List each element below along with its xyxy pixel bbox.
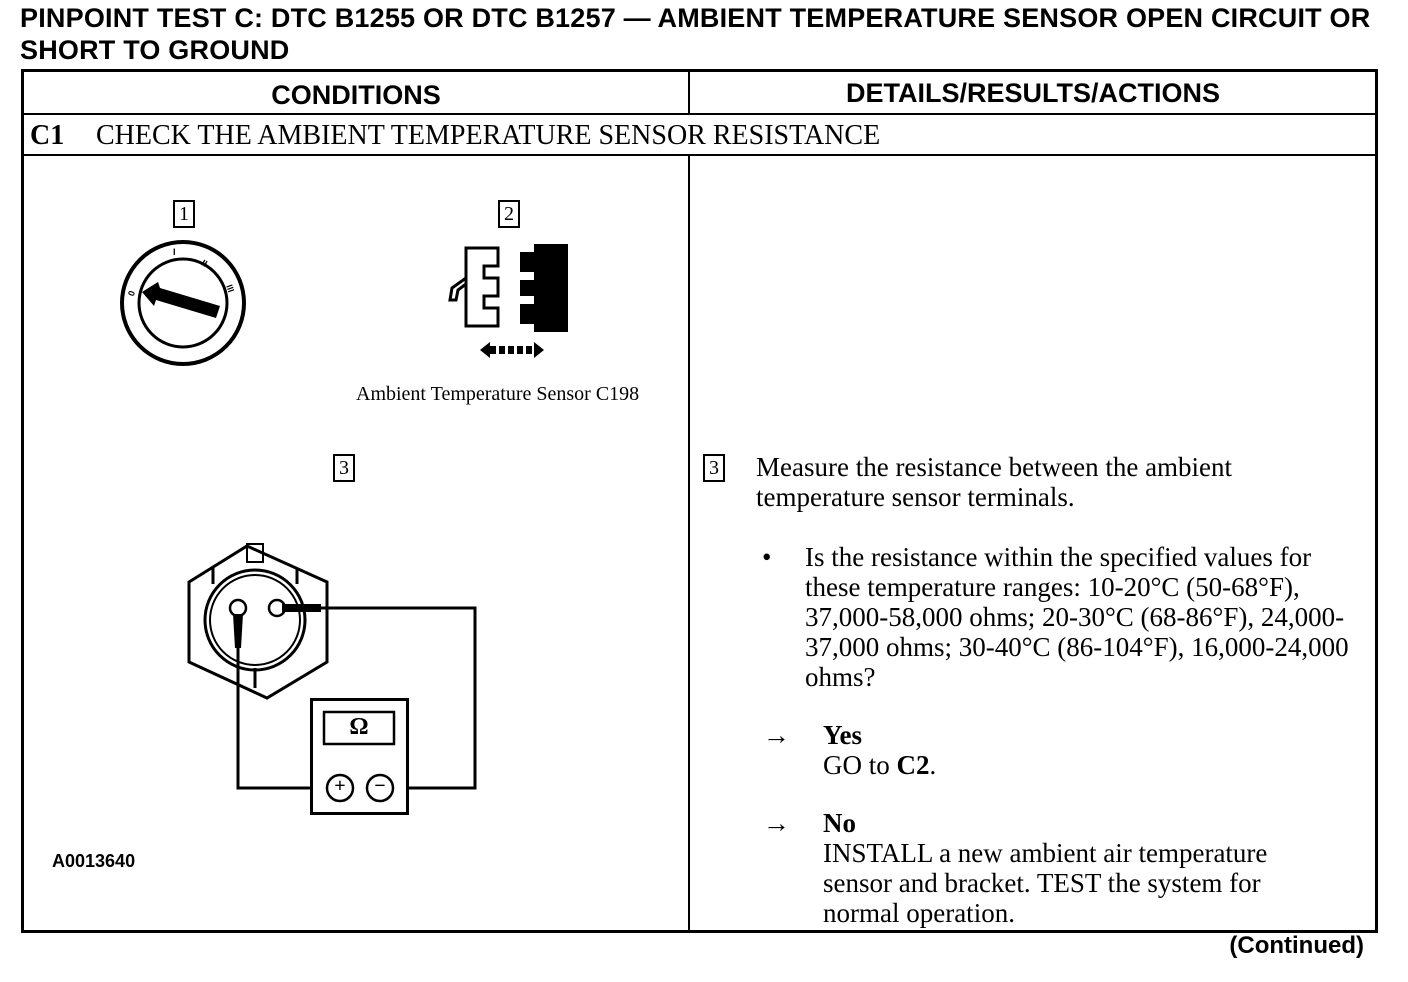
minus-terminal: − bbox=[374, 775, 386, 797]
yes-action-ref[interactable]: C2 bbox=[896, 750, 930, 780]
no-arrow: → bbox=[763, 808, 790, 838]
step-id: C1 bbox=[30, 120, 65, 151]
ohmmeter-icon bbox=[310, 698, 409, 815]
plus-terminal: + bbox=[334, 775, 346, 797]
bullet: • bbox=[762, 542, 772, 572]
meter-symbol: Ω bbox=[349, 714, 369, 740]
sensor-icon bbox=[187, 543, 477, 790]
figure-id: A0013640 bbox=[52, 851, 136, 871]
figure-label-3: 3 bbox=[333, 454, 355, 482]
step-divider bbox=[21, 154, 1378, 156]
question-text: Is the resistance within the specified v… bbox=[805, 542, 1349, 692]
test-table bbox=[21, 69, 1378, 933]
yes-action-end: . bbox=[929, 750, 937, 780]
column-divider-top bbox=[688, 72, 690, 114]
connector-caption: Ambient Temperature Sensor C198 bbox=[356, 383, 640, 405]
conditions-header: CONDITIONS bbox=[271, 80, 441, 110]
header-divider bbox=[21, 113, 1378, 115]
yes-label: Yes bbox=[823, 720, 862, 750]
ignition-mark-2: II bbox=[200, 258, 209, 269]
details-header: DETAILS/RESULTS/ACTIONS bbox=[845, 78, 1220, 108]
ignition-mark-1: I bbox=[173, 247, 176, 257]
yes-action-go: GO to bbox=[823, 750, 897, 780]
ignition-mark-3: III bbox=[224, 283, 236, 293]
yes-action: GO to C2. bbox=[823, 750, 936, 780]
details-step-number: 3 bbox=[703, 454, 725, 482]
figure-label-1: 1 bbox=[173, 200, 195, 228]
step-heading: C1 CHECK THE AMBIENT TEMPERATURE SENSOR R… bbox=[30, 120, 880, 152]
no-action: INSTALL a new ambient air temperature se… bbox=[823, 838, 1268, 928]
step-title: CHECK THE AMBIENT TEMPERATURE SENSOR RES… bbox=[96, 120, 881, 151]
instruction-text: Measure the resistance between the ambie… bbox=[756, 452, 1233, 512]
figure-label-2: 2 bbox=[498, 200, 520, 228]
continued-label: (Continued) bbox=[1229, 932, 1364, 959]
no-label: No bbox=[823, 808, 856, 838]
yes-arrow: → bbox=[763, 720, 790, 750]
column-divider bbox=[688, 155, 690, 931]
ignition-mark-0: 0 bbox=[126, 289, 137, 297]
page-title: PINPOINT TEST C: DTC B1255 OR DTC B1257 … bbox=[20, 3, 1371, 65]
ignition-switch-icon: 0 I II III bbox=[120, 240, 246, 366]
connector-disconnect-icon bbox=[448, 244, 568, 358]
